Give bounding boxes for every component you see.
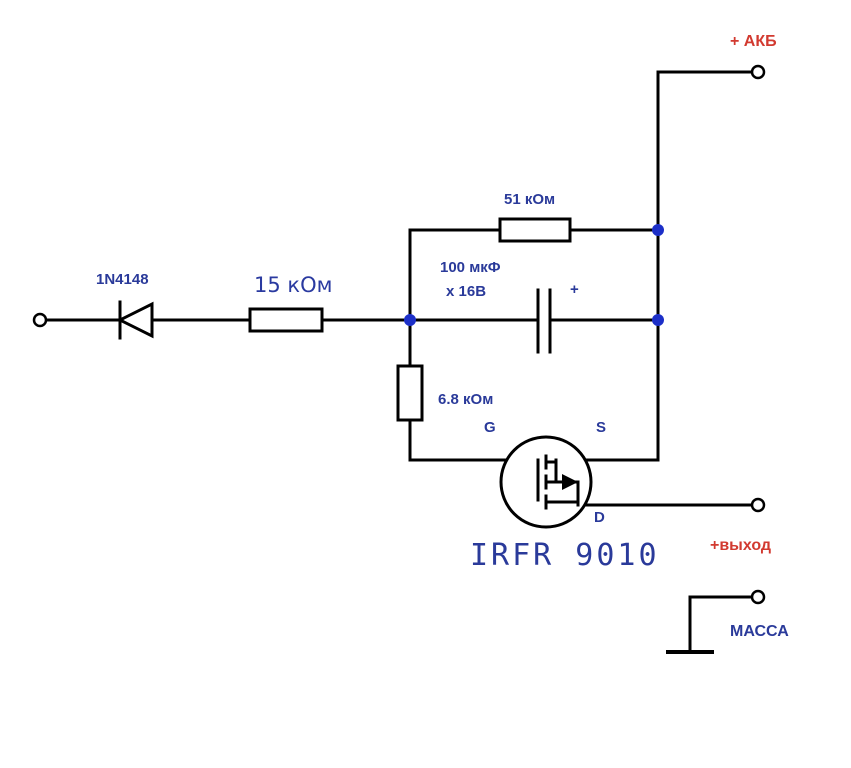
resistor-6k8-label: 6.8 кОм <box>438 391 493 408</box>
junctions <box>404 224 664 326</box>
terminals <box>32 64 766 605</box>
terminal-output <box>750 497 766 513</box>
resistor-6k8 <box>396 364 424 422</box>
capacitor-label-line2: х 16В <box>446 283 486 300</box>
mosfet-source-label: S <box>596 419 606 436</box>
terminal-ground <box>750 589 766 605</box>
terminal-input <box>32 312 48 328</box>
capacitor-label-line1: 100 мкФ <box>440 259 501 276</box>
mosfet-symbol <box>499 435 593 529</box>
diode-label: 1N4148 <box>96 271 149 288</box>
terminal-battery <box>750 64 766 80</box>
battery-terminal-label: + АКБ <box>730 33 777 50</box>
capacitor-polarity: + <box>570 281 579 298</box>
mosfet-gate-label: G <box>484 419 496 436</box>
capacitor-symbol <box>536 288 552 354</box>
diode-symbol <box>108 300 154 340</box>
ground-terminal-label: МАССА <box>730 623 789 640</box>
resistor-15k-label: 15 кОм <box>254 273 332 297</box>
resistor-15k <box>248 307 324 333</box>
resistor-51k-label: 51 кОм <box>504 191 555 208</box>
resistor-51k <box>498 217 572 243</box>
mosfet-part-number: IRFR 9010 <box>470 538 660 573</box>
mosfet-drain-label: D <box>594 509 605 526</box>
output-terminal-label: +выход <box>710 537 771 554</box>
